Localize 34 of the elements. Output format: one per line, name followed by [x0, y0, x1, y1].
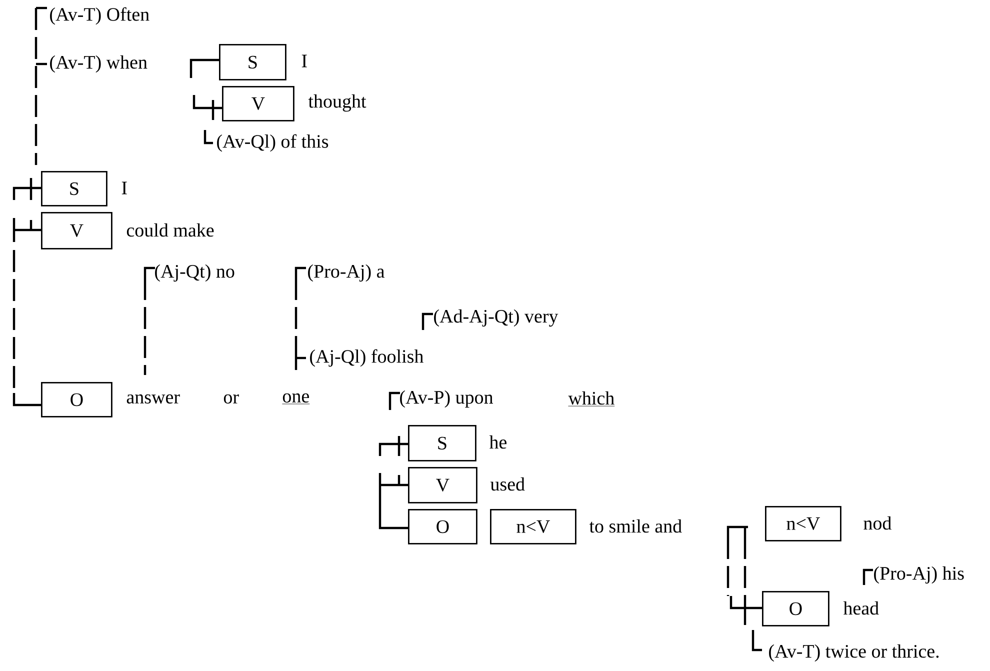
role-label: (Ad-Aj-Qt) very: [434, 309, 558, 327]
word: head: [843, 601, 879, 615]
label-box: O: [408, 509, 478, 544]
role-label: which: [568, 391, 615, 406]
role-label: (Av-T) when: [50, 55, 148, 73]
label-box: S: [219, 44, 286, 80]
word: he: [489, 435, 506, 449]
word: I: [122, 182, 127, 194]
label-box: n<V: [490, 509, 576, 544]
role-label: (Pro-Aj) a: [308, 264, 384, 282]
word: I: [302, 54, 307, 68]
word: thought: [308, 94, 366, 112]
role-label: (Av-T) Often: [50, 7, 150, 25]
role-label: (Aj-Ql) foolish: [310, 349, 424, 367]
word: could make: [126, 223, 214, 237]
word: answer: [126, 394, 180, 404]
label-box: V: [408, 467, 478, 504]
word: or: [224, 394, 239, 404]
word: to smile and: [589, 519, 682, 533]
word: used: [490, 477, 525, 491]
word: nod: [864, 516, 892, 530]
role-label: (Av-Ql) of this: [217, 134, 328, 152]
label-box: S: [408, 425, 476, 462]
label-box: O: [41, 382, 112, 418]
label-box: V: [222, 86, 294, 122]
label-box: O: [762, 591, 830, 626]
role-label: (Av-P) upon: [400, 390, 493, 408]
label-box: n<V: [765, 506, 842, 542]
label-box: S: [41, 171, 108, 206]
label-box: V: [41, 212, 112, 250]
role-label: (Aj-Qt) no: [155, 264, 234, 282]
role-label: (Pro-Aj) his: [874, 566, 964, 584]
role-label: (Av-T) twice or thrice.: [769, 644, 939, 662]
word: one: [282, 393, 310, 404]
